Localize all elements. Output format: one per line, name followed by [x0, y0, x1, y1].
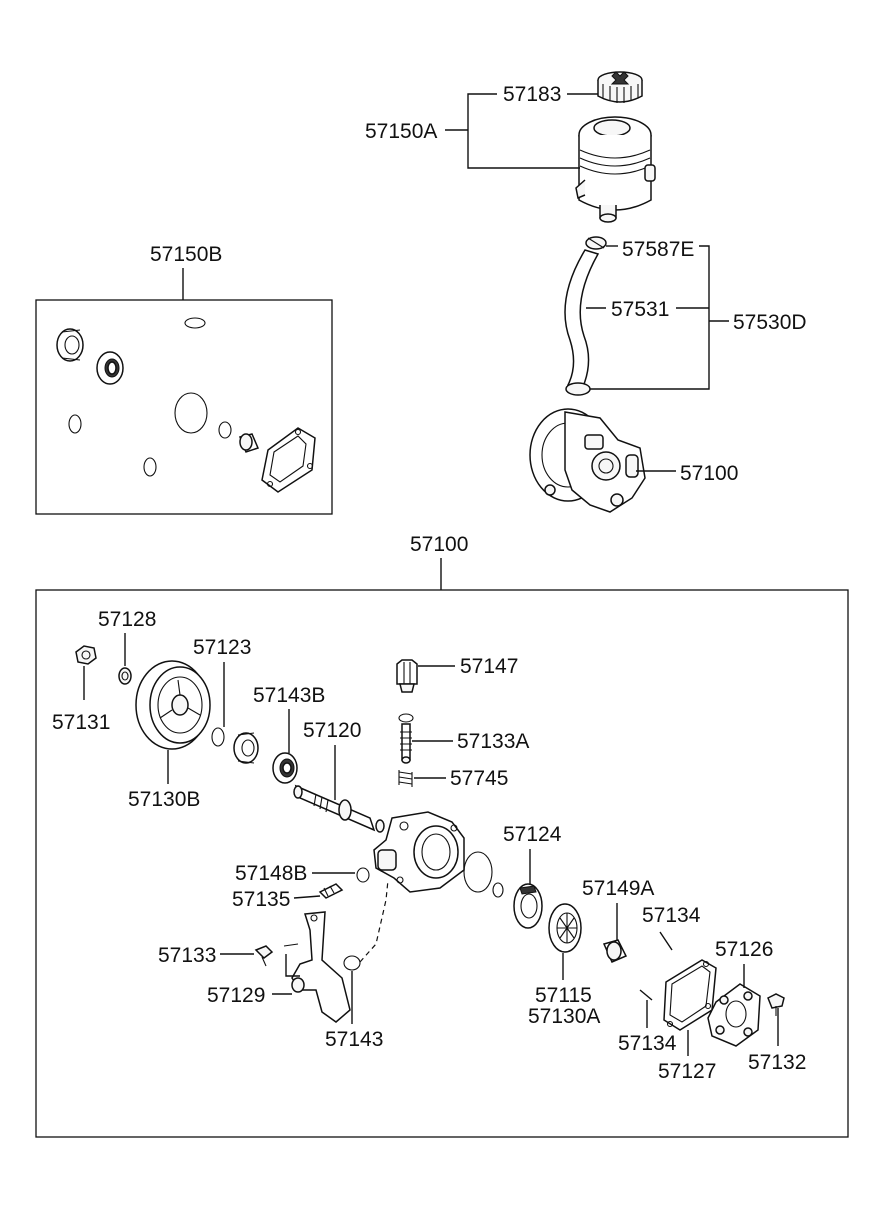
o-ring-57148B[interactable]: [356, 867, 370, 883]
bearing[interactable]: [233, 732, 259, 764]
seal-kit-box-57150B: [35, 299, 333, 515]
label-57124: 57124: [503, 823, 562, 846]
flow-control-valve-57133A[interactable]: [400, 723, 412, 764]
label-57143B: 57143B: [253, 684, 325, 707]
pin-57134-top[interactable]: [659, 931, 673, 951]
bushing-57149A[interactable]: [602, 939, 628, 963]
label-57134-top: 57134: [642, 904, 701, 927]
label-57143: 57143: [325, 1028, 383, 1051]
washer-57128[interactable]: [118, 667, 132, 685]
label-57183: 57183: [503, 83, 561, 106]
label-57530D: 57530D: [733, 311, 807, 334]
bushing-kit-item: [238, 433, 260, 453]
snap-ring-57123[interactable]: [211, 727, 225, 747]
o-ring-small[interactable]: [492, 882, 504, 898]
fitting-57147[interactable]: [396, 659, 418, 693]
assembly-guide-line: [359, 879, 389, 963]
bolt-57132[interactable]: [767, 993, 785, 1016]
label-57148B: 57148B: [235, 862, 307, 885]
hose-57531[interactable]: [564, 249, 600, 390]
label-57135: 57135: [232, 888, 290, 911]
seal-kit-parts[interactable]: [56, 317, 316, 493]
reservoir-cap-57183[interactable]: [597, 71, 643, 103]
pump-housing[interactable]: [373, 811, 465, 893]
label-57587E: 57587E: [622, 238, 694, 261]
oil-seal-57143B[interactable]: [272, 752, 298, 784]
label-57133A: 57133A: [457, 730, 529, 753]
o-ring-fitting[interactable]: [398, 713, 414, 723]
shaft-57120[interactable]: [293, 784, 385, 833]
label-57132: 57132: [748, 1051, 806, 1074]
pin-57134-bottom[interactable]: [639, 989, 653, 1001]
label-57134-bottom: 57134: [618, 1032, 677, 1055]
hose-clamp-lower[interactable]: [565, 382, 591, 396]
side-plate-57124[interactable]: [513, 883, 543, 929]
label-57100-top: 57100: [680, 462, 738, 485]
label-57120: 57120: [303, 719, 361, 742]
rotor-cam-ring-57115[interactable]: [548, 903, 582, 953]
pulley-57130B[interactable]: [135, 660, 211, 750]
label-57126: 57126: [715, 938, 773, 961]
label-57130A: 57130A: [528, 1005, 600, 1028]
label-57150B: 57150B: [150, 243, 222, 266]
label-57131: 57131: [52, 711, 110, 734]
label-57128: 57128: [98, 608, 156, 631]
oil-seal-kit-item: [96, 351, 124, 385]
label-57531: 57531: [611, 298, 669, 321]
nut-57131[interactable]: [75, 645, 97, 665]
label-57149A: 57149A: [582, 877, 654, 900]
label-57129: 57129: [207, 984, 265, 1007]
label-57100-box: 57100: [410, 533, 468, 556]
label-57150A: 57150A: [365, 120, 437, 143]
label-57123: 57123: [193, 636, 251, 659]
hose-clamp-57587E[interactable]: [585, 236, 607, 250]
bolt-57133[interactable]: [254, 945, 274, 967]
bearing-kit-item: [56, 328, 84, 362]
label-57133: 57133: [158, 944, 216, 967]
o-ring-large[interactable]: [463, 851, 493, 893]
connector-57135[interactable]: [318, 883, 344, 899]
label-57130B: 57130B: [128, 788, 200, 811]
reservoir-tank-57150A[interactable]: [575, 116, 656, 223]
o-ring-57143[interactable]: [343, 955, 361, 971]
pump-exploded-box-57100: [35, 589, 849, 1138]
label-57115: 57115: [535, 984, 592, 1007]
label-57147: 57147: [460, 655, 518, 678]
spring-57745[interactable]: [398, 770, 413, 787]
label-57745: 57745: [450, 767, 508, 790]
end-cover-57126[interactable]: [707, 983, 761, 1047]
label-57127: 57127: [658, 1060, 716, 1083]
pump-assembly-57100[interactable]: [529, 408, 646, 513]
gasket-kit-item: [261, 427, 316, 493]
bracket-57129[interactable]: [283, 911, 351, 1023]
